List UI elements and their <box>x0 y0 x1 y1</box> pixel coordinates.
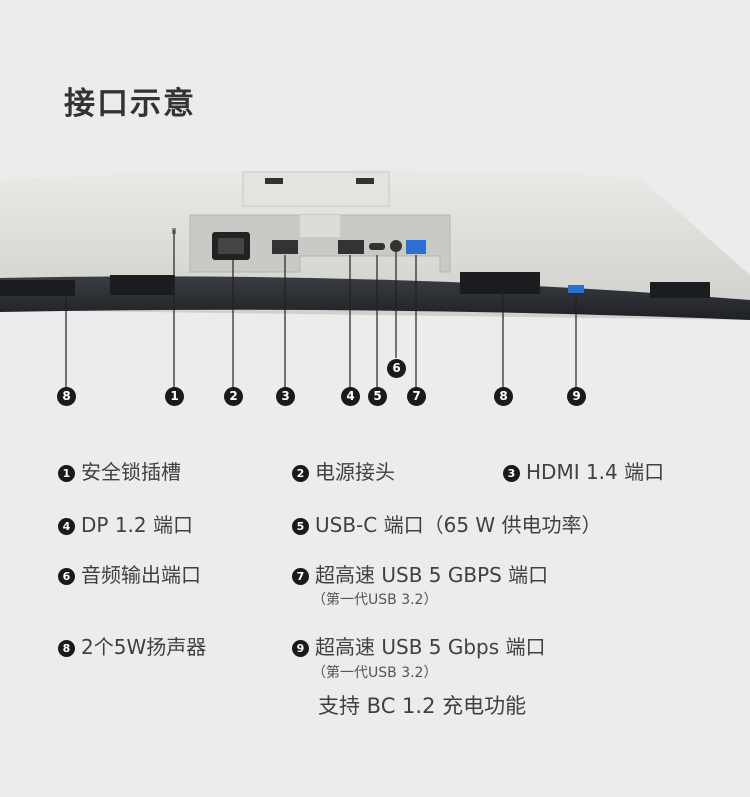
callout-4: 4 <box>341 387 360 406</box>
page-title: 接口示意 <box>64 86 196 122</box>
legend-item-7-sub: （第一代USB 3.2） <box>312 592 438 608</box>
callout-2: 2 <box>224 387 243 406</box>
callout-lines <box>65 230 577 388</box>
callout-3: 3 <box>276 387 295 406</box>
callout-8-right: 8 <box>494 387 513 406</box>
callout-6: 6 <box>387 359 406 378</box>
callout-9: 9 <box>567 387 586 406</box>
callout-1: 1 <box>165 387 184 406</box>
legend-item-9-extra: 支持 BC 1.2 充电功能 <box>318 694 527 718</box>
callout-8-left: 8 <box>57 387 76 406</box>
callout-7: 7 <box>407 387 426 406</box>
callout-5: 5 <box>368 387 387 406</box>
monitor-rear-illustration <box>0 169 750 320</box>
legend-item-9-sub: （第一代USB 3.2） <box>312 665 438 681</box>
